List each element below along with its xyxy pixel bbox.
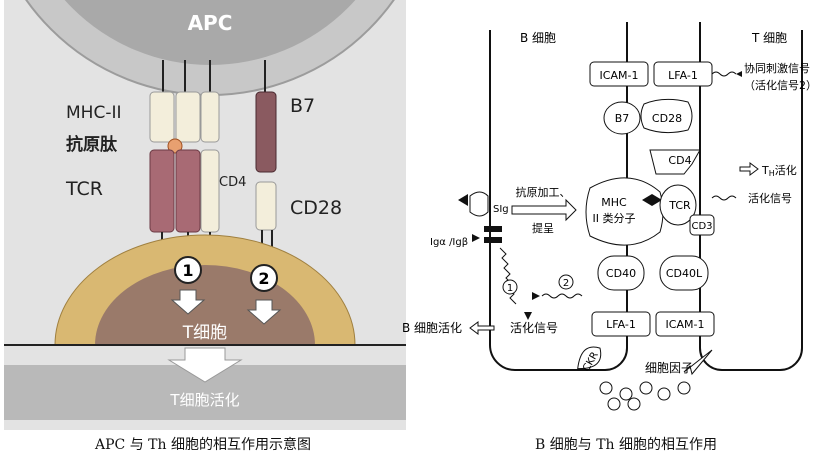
antigen-peptide-label: 抗原肽 bbox=[66, 134, 118, 155]
cd40-label: CD40 bbox=[606, 267, 636, 280]
costim-wave bbox=[711, 71, 737, 77]
b-signal-1-marker bbox=[502, 279, 518, 295]
signal-1-arrow bbox=[170, 289, 206, 315]
signal-2-label: 2 bbox=[258, 269, 269, 288]
mhc-ii-label: MHC-II bbox=[66, 103, 121, 123]
cytokine-arrow bbox=[683, 349, 713, 376]
signal-1-marker bbox=[174, 256, 202, 284]
icam1-bottom-box bbox=[655, 311, 715, 337]
cd3-box bbox=[689, 214, 715, 236]
lfa1-bottom-label: LFA-1 bbox=[606, 318, 636, 331]
t-cell-label-right: T 细胞 bbox=[751, 31, 787, 45]
presentation-label: 提呈 bbox=[532, 222, 554, 235]
sig-receptor bbox=[469, 191, 489, 217]
apc-cell-inner bbox=[64, 0, 356, 65]
cd4-shape bbox=[649, 149, 701, 175]
signal-2-wave bbox=[541, 293, 583, 299]
b-signal-wave bbox=[499, 247, 517, 305]
cd4-label: CD4 bbox=[219, 175, 246, 190]
th-activation-label: TH活化 bbox=[761, 163, 797, 178]
b-activation-signal-label: 活化信号 bbox=[510, 321, 558, 335]
igb-bar bbox=[484, 237, 502, 243]
costim-arrow bbox=[736, 71, 742, 77]
cd28-molecule bbox=[255, 181, 277, 231]
left-caption: APC 与 Th 细胞的相互作用示意图 bbox=[95, 437, 311, 453]
cd4-molecule bbox=[200, 149, 220, 233]
left-diagram: APC MHC-II 抗原肽 bbox=[4, 0, 406, 430]
cytokine-circles bbox=[599, 381, 691, 411]
signal-2-arrow bbox=[246, 299, 282, 325]
cd28-label-right: CD28 bbox=[652, 112, 682, 125]
cd3-label: CD3 bbox=[691, 221, 712, 232]
th-activation-arrow bbox=[739, 162, 759, 176]
costim-signal-label: 协同刺激信号 bbox=[744, 61, 810, 75]
antigen-shape bbox=[642, 194, 662, 206]
processing-arrow bbox=[511, 198, 577, 222]
antigen-left-shape bbox=[458, 194, 468, 206]
b-signal-2-marker bbox=[558, 274, 574, 290]
b-signal-arrowhead bbox=[524, 312, 532, 320]
sig-label: SIg bbox=[493, 204, 509, 215]
iga-bar bbox=[484, 226, 502, 232]
signal-2-arrowhead bbox=[532, 292, 540, 300]
lfa1-bottom-box bbox=[591, 311, 651, 337]
b-signal-2-label: 2 bbox=[563, 278, 569, 289]
cytokine-label: 细胞因子 bbox=[645, 361, 693, 375]
b-activation-label: B 细胞活化 bbox=[402, 321, 462, 335]
mhc-stems bbox=[162, 60, 266, 92]
cd4-label-right: CD4 bbox=[668, 154, 691, 167]
antigen-processing-label: 抗原加工、 bbox=[516, 185, 571, 199]
costim-signal-2-label: （活化信号2） bbox=[744, 78, 817, 92]
b7-molecule bbox=[255, 91, 277, 173]
cd28-label: CD28 bbox=[290, 197, 342, 219]
activation-label: T细胞活化 bbox=[169, 391, 239, 409]
icam1-top-box bbox=[589, 61, 649, 87]
tcr-molecule bbox=[149, 149, 220, 233]
activation-arrow bbox=[167, 347, 243, 383]
mhc-ii-molecule bbox=[149, 91, 220, 154]
ckr-receptor bbox=[577, 346, 602, 370]
b7-label-right: B7 bbox=[615, 112, 630, 125]
icam1-bottom-label: ICAM-1 bbox=[666, 318, 705, 331]
mhc-line1: MHC bbox=[601, 196, 627, 209]
t-cell-membrane bbox=[699, 22, 803, 371]
iga-arrow bbox=[472, 234, 480, 242]
activation-wave bbox=[711, 195, 737, 201]
icam1-top-label: ICAM-1 bbox=[600, 69, 639, 82]
signal-1-label: 1 bbox=[182, 261, 193, 280]
cd40l-box bbox=[659, 255, 709, 291]
cd28-shape bbox=[640, 98, 693, 134]
tcr-ellipse bbox=[659, 184, 697, 226]
apc-label: APC bbox=[188, 11, 233, 35]
right-caption: B 细胞与 Th 细胞的相互作用 bbox=[535, 437, 717, 453]
mhc-line2: II 类分子 bbox=[593, 211, 636, 225]
iga-igb-label: Igα /Igβ bbox=[430, 237, 468, 248]
b-cell-membrane bbox=[489, 22, 628, 371]
lfa1-top-label: LFA-1 bbox=[668, 69, 698, 82]
b7-ellipse bbox=[603, 101, 641, 135]
b-activation-arrow bbox=[469, 321, 495, 335]
tcr-label: TCR bbox=[65, 178, 103, 200]
tcr-label-right: TCR bbox=[668, 199, 691, 212]
signal-2-marker bbox=[250, 264, 278, 292]
cd40-box bbox=[597, 255, 645, 291]
antigen-peptide bbox=[167, 138, 183, 154]
mhc-ii-shape bbox=[585, 177, 664, 246]
t-cell-label: T细胞 bbox=[182, 323, 227, 343]
cd40l-label: CD40L bbox=[666, 267, 703, 280]
b7-label: B7 bbox=[290, 95, 315, 117]
activation-signal-label: 活化信号 bbox=[748, 191, 792, 205]
b-signal-1-label: 1 bbox=[507, 283, 513, 294]
right-diagram: B 细胞 T 细胞 ICAM-1 LFA-1 协同刺激信号 （活化信号2） B7… bbox=[402, 22, 817, 411]
b-cell-label: B 细胞 bbox=[520, 31, 556, 45]
